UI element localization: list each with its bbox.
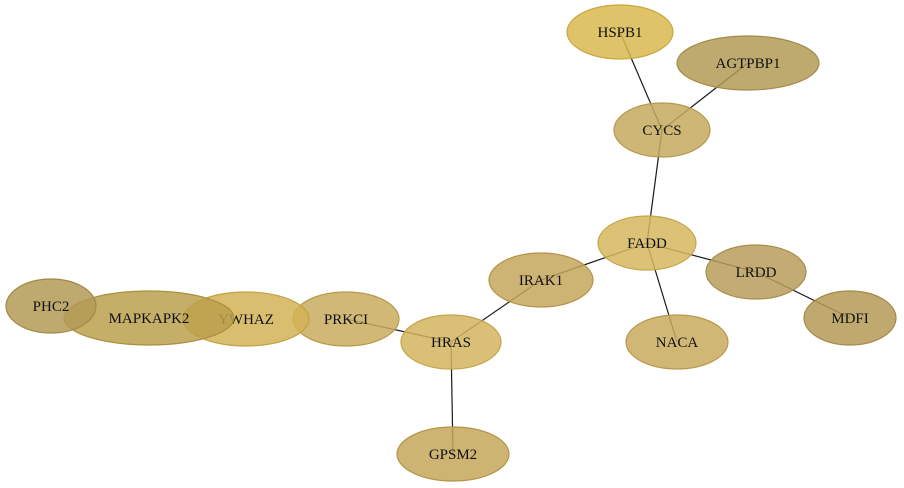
node-shape-mdfi <box>803 290 897 346</box>
node-label-naca: NACA <box>656 335 699 351</box>
node-shape-hspb1 <box>566 4 674 60</box>
node-label-prkci: PRKCI <box>324 312 368 328</box>
node-shape-agtpbp1 <box>676 35 820 91</box>
node-label-lrdd: LRDD <box>736 265 777 281</box>
node-label-fadd: FADD <box>627 236 667 252</box>
node-mdfi[interactable]: MDFI <box>803 290 897 346</box>
node-shape-lrdd <box>705 244 807 300</box>
node-label-hras: HRAS <box>431 335 471 351</box>
node-shape-naca <box>625 314 729 370</box>
node-label-mdfi: MDFI <box>831 311 869 327</box>
node-gpsm2[interactable]: GPSM2 <box>396 426 510 482</box>
node-shape-irak1 <box>488 252 594 308</box>
node-label-cycs: CYCS <box>642 123 681 139</box>
node-fadd[interactable]: FADD <box>597 215 697 271</box>
node-cycs[interactable]: CYCS <box>613 102 711 158</box>
node-shape-phc2 <box>5 278 97 334</box>
node-shape-hras <box>400 314 502 370</box>
node-irak1[interactable]: IRAK1 <box>488 252 594 308</box>
node-agtpbp1[interactable]: AGTPBP1 <box>676 35 820 91</box>
node-mapkapk2[interactable]: MAPKAPK2 <box>63 290 235 346</box>
node-label-phc2: PHC2 <box>33 299 70 315</box>
node-label-mapkapk2: MAPKAPK2 <box>109 311 190 327</box>
node-phc2[interactable]: PHC2 <box>5 278 97 334</box>
node-label-agtpbp1: AGTPBP1 <box>715 56 780 72</box>
node-label-hspb1: HSPB1 <box>597 25 642 41</box>
node-shape-gpsm2 <box>396 426 510 482</box>
node-lrdd[interactable]: LRDD <box>705 244 807 300</box>
node-hspb1[interactable]: HSPB1 <box>566 4 674 60</box>
node-label-irak1: IRAK1 <box>519 273 563 289</box>
node-prkci[interactable]: PRKCI <box>292 291 400 347</box>
node-naca[interactable]: NACA <box>625 314 729 370</box>
node-hras[interactable]: HRAS <box>400 314 502 370</box>
node-shape-fadd <box>597 215 697 271</box>
node-label-gpsm2: GPSM2 <box>429 447 477 463</box>
node-shape-cycs <box>613 102 711 158</box>
